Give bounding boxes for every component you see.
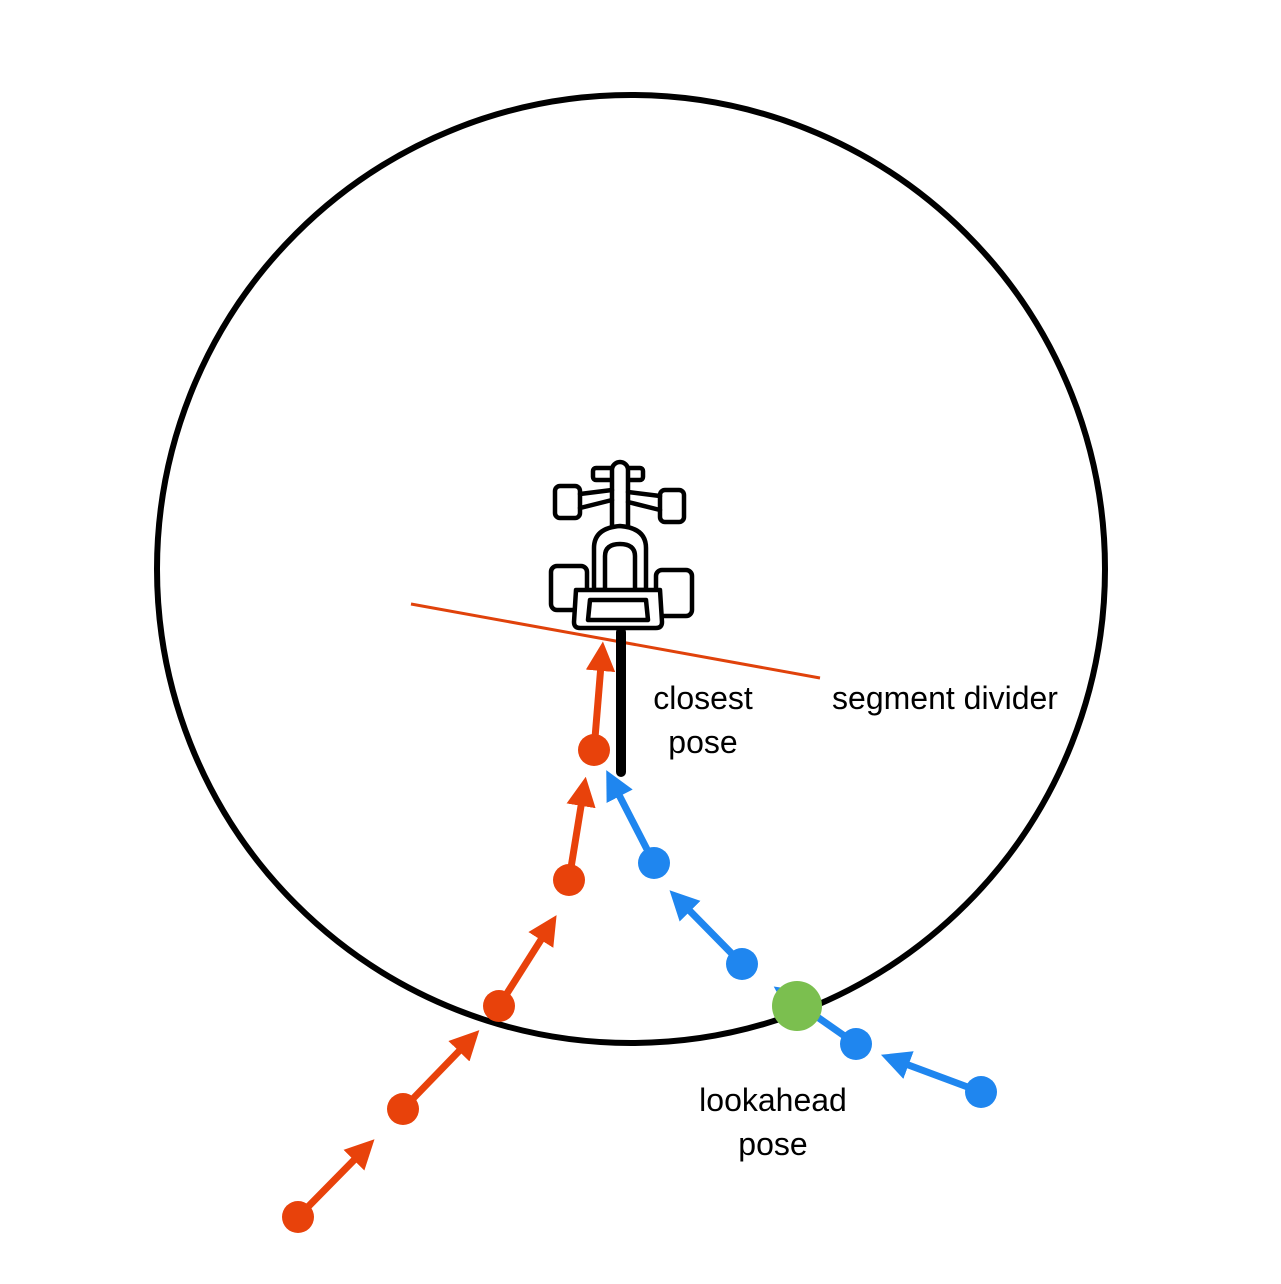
lookahead-circle: [154, 92, 1108, 1046]
path-a-point: [483, 990, 515, 1022]
path-b: [606, 770, 997, 1108]
segment-divider-label: segment divider: [832, 680, 1058, 716]
lookahead-point: [772, 981, 822, 1031]
lookahead-pose-label: lookahead pose: [699, 1082, 847, 1162]
race-car-top-view-icon: [548, 459, 695, 631]
path-b-point: [840, 1028, 872, 1060]
path-b-point: [726, 948, 758, 980]
segment-divider-line: [410, 602, 821, 680]
path-a-point: [387, 1093, 419, 1125]
path-b-point: [638, 847, 670, 879]
path-a-point: [578, 734, 610, 766]
closest-pose-label: closest pose: [653, 680, 753, 760]
path-a-point: [282, 1201, 314, 1233]
path-a-point: [553, 864, 585, 896]
path-b-point: [965, 1076, 997, 1108]
path-a: [282, 641, 616, 1233]
